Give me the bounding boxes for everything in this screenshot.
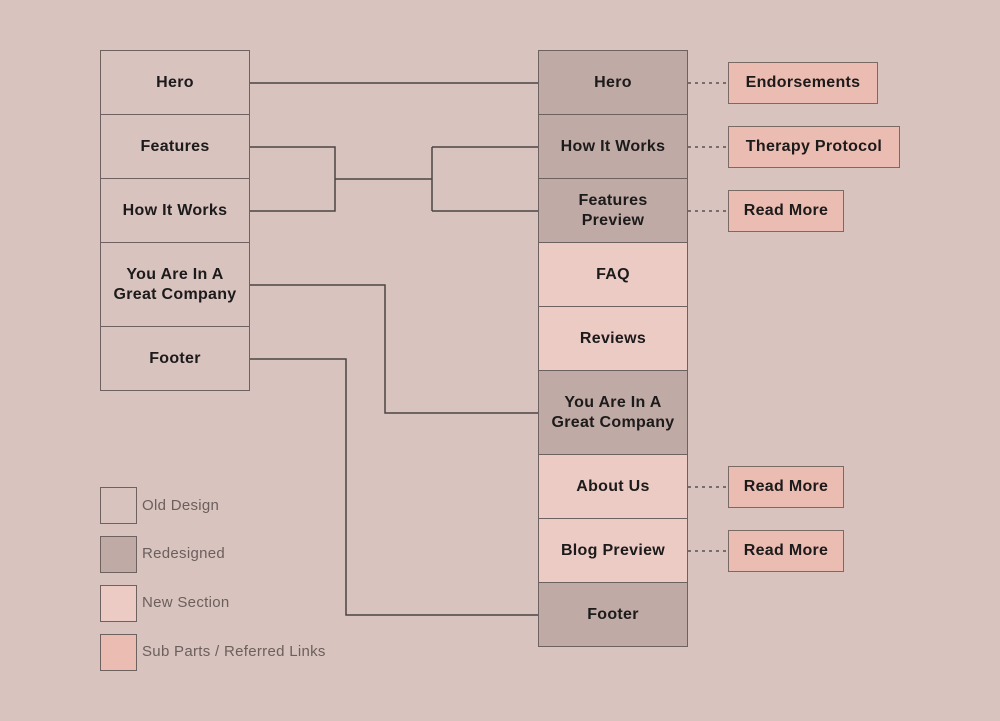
new-section-hero: Hero — [538, 50, 688, 115]
legend-swatch-sub-parts — [100, 634, 137, 671]
sub-part-read-more-about: Read More — [728, 466, 844, 508]
new-section-features-preview: Features Preview — [538, 178, 688, 243]
old-section-features: Features — [100, 114, 250, 179]
old-section-footer: Footer — [100, 326, 250, 391]
new-section-faq: FAQ — [538, 242, 688, 307]
old-section-how-it-works: How It Works — [100, 178, 250, 243]
connector-features-howitworks — [250, 146, 538, 212]
new-section-footer: Footer — [538, 582, 688, 647]
sub-part-read-more-blog: Read More — [728, 530, 844, 572]
legend-label-sub-parts: Sub Parts / Referred Links — [142, 643, 326, 660]
old-section-great-company: You Are In A Great Company — [100, 242, 250, 327]
new-section-great-company: You Are In A Great Company — [538, 370, 688, 455]
new-section-blog-preview: Blog Preview — [538, 518, 688, 583]
sub-part-read-more-features: Read More — [728, 190, 844, 232]
legend-swatch-redesigned — [100, 536, 137, 573]
connector-great-company — [250, 284, 538, 414]
legend-label-old-design: Old Design — [142, 497, 220, 514]
sub-part-endorsements: Endorsements — [728, 62, 878, 104]
new-section-how-it-works: How It Works — [538, 114, 688, 179]
legend-label-redesigned: Redesigned — [142, 545, 226, 562]
new-section-reviews: Reviews — [538, 306, 688, 371]
new-section-about-us: About Us — [538, 454, 688, 519]
old-section-hero: Hero — [100, 50, 250, 115]
legend-swatch-new-section — [100, 585, 137, 622]
sub-part-therapy-protocol: Therapy Protocol — [728, 126, 900, 168]
connector-footer — [250, 358, 538, 616]
legend-label-new-section: New Section — [142, 594, 230, 611]
legend-swatch-old-design — [100, 487, 137, 524]
